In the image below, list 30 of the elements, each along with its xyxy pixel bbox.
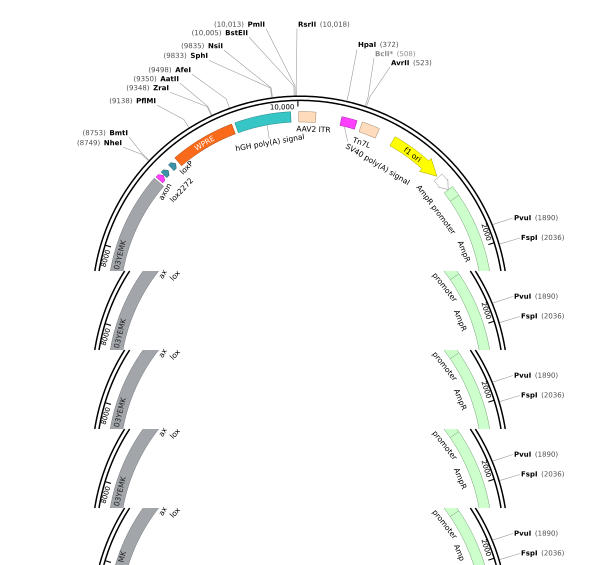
leader-line xyxy=(499,395,520,402)
leader-line xyxy=(492,296,514,304)
leader-line xyxy=(366,66,390,107)
leader-line xyxy=(344,126,348,142)
leader-line xyxy=(156,104,190,128)
leader-line xyxy=(170,92,212,116)
leader-line xyxy=(499,553,520,560)
leader-line xyxy=(499,238,520,244)
ring-arc xyxy=(470,507,502,565)
leader-line xyxy=(266,124,270,139)
leader-line xyxy=(346,49,358,102)
ring-arc xyxy=(470,428,506,509)
leader-line xyxy=(492,218,514,225)
leader-line xyxy=(266,28,296,96)
leader-line xyxy=(492,375,514,382)
leader-line xyxy=(499,316,520,323)
leader-line xyxy=(499,474,520,481)
ring-arc xyxy=(470,349,506,430)
leader-line xyxy=(208,60,272,98)
leader-line xyxy=(492,454,514,462)
leader-line xyxy=(296,28,298,96)
leader-line xyxy=(224,50,273,98)
leader-line xyxy=(122,146,149,162)
leader-line xyxy=(364,58,374,106)
leader-line xyxy=(248,36,294,96)
ring-arc xyxy=(470,270,506,351)
leader-line xyxy=(492,533,514,540)
leader-line xyxy=(192,74,230,108)
leader-line xyxy=(128,136,150,160)
leader-line xyxy=(180,82,212,116)
